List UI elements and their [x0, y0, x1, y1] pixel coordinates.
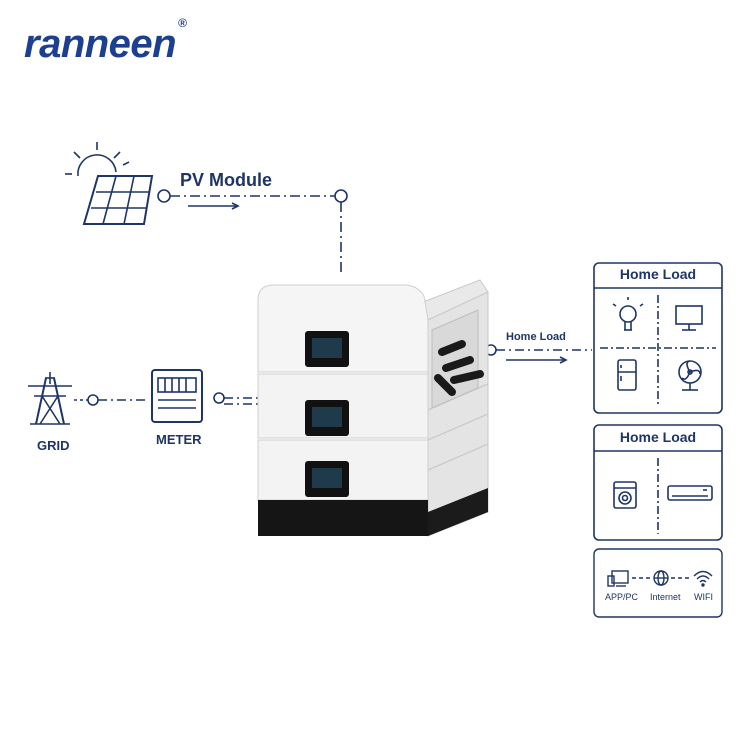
- pv-module-label: PV Module: [180, 170, 273, 190]
- home-load-link-label: Home Load: [506, 331, 566, 343]
- home-load-connection-line: [485, 344, 592, 364]
- home-load-panel-2-title: Home Load: [619, 429, 697, 445]
- app-pc-label: APP/PC: [605, 592, 639, 602]
- monitor-icon: [675, 305, 703, 331]
- pv-connection-line: [157, 189, 348, 272]
- internet-label: Internet: [650, 592, 681, 602]
- refrigerator-icon: [617, 359, 637, 391]
- wifi-icon: [693, 570, 713, 587]
- meter-battery-connection-line: [213, 392, 258, 405]
- home-load-panel-1-title: Home Load: [619, 266, 697, 282]
- light-bulb-icon: [612, 297, 644, 331]
- app-pc-icon: [607, 570, 629, 587]
- grid-tower-icon: [28, 372, 72, 425]
- home-load-panel-1: [593, 262, 723, 414]
- brand-logo-text: ranneen: [24, 22, 177, 66]
- grid-label: GRID: [37, 438, 70, 453]
- air-conditioner-icon: [667, 485, 713, 501]
- home-load-panel-2: [593, 424, 723, 541]
- meter-icon: [151, 369, 203, 423]
- wifi-label: WIFI: [694, 592, 713, 602]
- fan-icon: [678, 360, 702, 391]
- battery-inverter-unit: [257, 279, 489, 537]
- washing-machine-icon: [613, 481, 637, 509]
- grid-meter-connection-line: [74, 394, 146, 406]
- solar-panel-icon: [65, 142, 154, 225]
- brand-logo: ranneen®: [24, 16, 187, 67]
- globe-icon: [653, 570, 669, 586]
- registered-mark: ®: [178, 15, 187, 30]
- meter-label: METER: [156, 432, 202, 447]
- connectivity-panel: [593, 548, 723, 618]
